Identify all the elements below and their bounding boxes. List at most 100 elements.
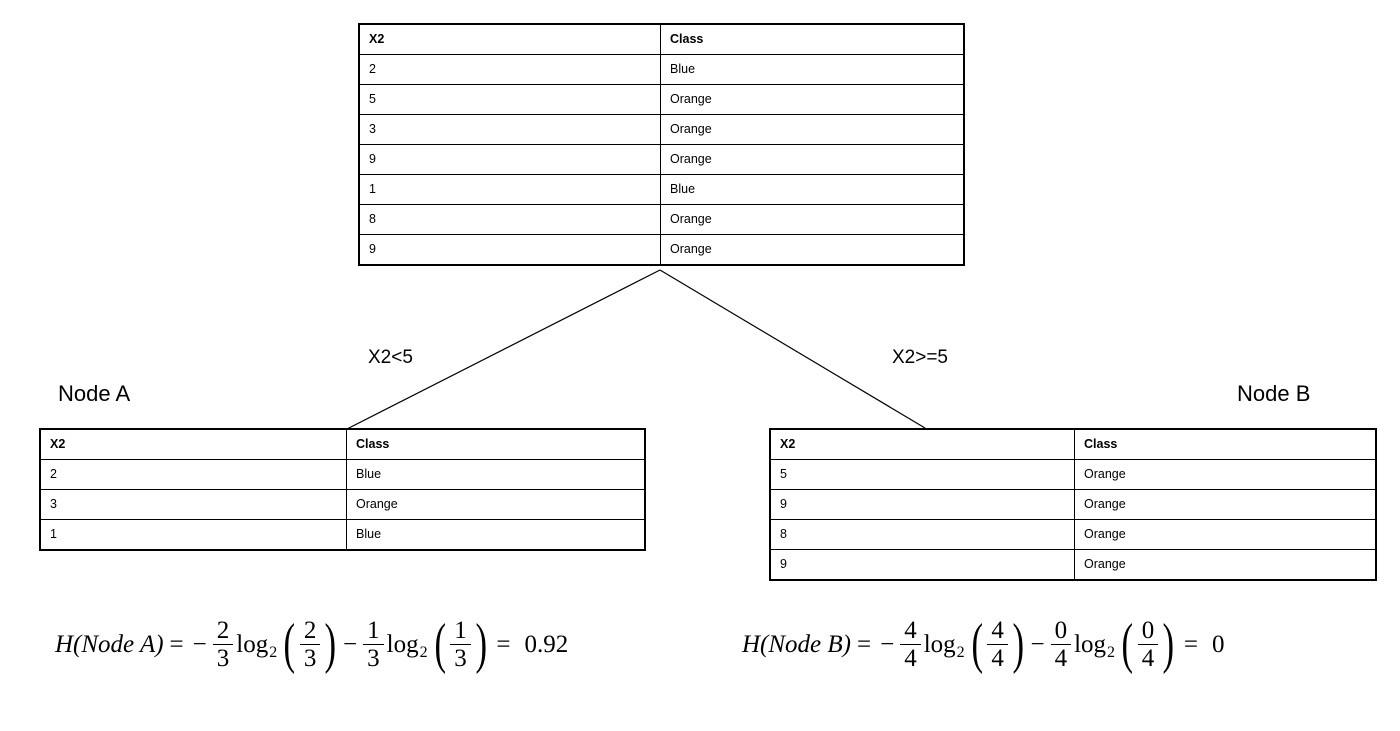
branch-line-right	[659, 269, 926, 429]
term2-argument-group: ( 0 4 )	[1118, 613, 1178, 676]
minus-sign-2: −	[1030, 631, 1045, 658]
term1-coefficient-fraction: 4 4	[900, 618, 921, 671]
column-header-class: Class	[346, 429, 645, 460]
fraction-denominator: 4	[1054, 645, 1068, 672]
column-header-x2: X2	[40, 429, 347, 460]
table-row: 1 Blue	[359, 174, 964, 205]
cell-x2: 1	[40, 519, 347, 550]
paren-open: (	[971, 613, 983, 676]
term2-coefficient-fraction: 1 3	[363, 618, 384, 671]
column-header-class: Class	[1074, 429, 1376, 460]
fraction-numerator: 4	[987, 618, 1008, 645]
table-row: 1 Blue	[40, 519, 645, 550]
minus-sign: −	[880, 631, 895, 658]
branch-label-right: X2>=5	[892, 347, 948, 368]
term2-argument-fraction: 0 4	[1137, 618, 1159, 672]
fraction-numerator: 1	[363, 618, 384, 645]
term1-argument-fraction: 4 4	[987, 618, 1008, 671]
cell-x2: 5	[770, 459, 1075, 490]
cell-class: Orange	[660, 84, 964, 115]
cell-class: Orange	[346, 489, 645, 520]
branch-label-left: X2<5	[368, 347, 413, 368]
log-base-subscript: 2	[269, 644, 278, 661]
cell-x2: 1	[359, 174, 661, 205]
cell-x2: 9	[359, 144, 661, 175]
cell-class: Orange	[660, 234, 964, 265]
node-b-entropy-formula: H(Node B) = − 4 4 log 2 ( 4 4 ) − 0 4 lo…	[742, 613, 1225, 676]
term2-argument-group: ( 1 3 )	[431, 613, 491, 676]
minus-sign-2: −	[343, 631, 358, 658]
table-row: 5 Orange	[359, 84, 964, 115]
node-a-caption: Node A	[58, 381, 131, 406]
table-row: 2 Blue	[359, 54, 964, 85]
table-row: 5 Orange	[770, 459, 1376, 490]
paren-close: )	[1162, 613, 1175, 676]
paren-open: (	[1121, 613, 1134, 676]
fraction-numerator: 0	[1137, 618, 1159, 645]
equals-sign: =	[169, 631, 184, 658]
table-row: 9 Orange	[770, 489, 1376, 520]
cell-x2: 8	[770, 519, 1075, 550]
log-text: log	[923, 631, 956, 658]
table-row: 9 Orange	[359, 144, 964, 175]
table-row: 3 Orange	[359, 114, 964, 145]
paren-close: )	[1012, 613, 1024, 676]
log-base-2: log 2	[1074, 631, 1115, 661]
log-base-subscript: 2	[956, 644, 965, 661]
table-row: 3 Orange	[40, 489, 645, 520]
paren-open: (	[434, 613, 446, 676]
term2-argument-fraction: 1 3	[450, 618, 471, 671]
table-header-row: X2 Class	[359, 24, 964, 55]
table-row: 8 Orange	[770, 519, 1376, 550]
node-b-caption: Node B	[1237, 381, 1311, 406]
fraction-denominator: 3	[367, 645, 380, 672]
cell-x2: 3	[359, 114, 661, 145]
cell-class: Orange	[1074, 489, 1376, 520]
cell-class: Orange	[1074, 549, 1376, 580]
cell-class: Orange	[1074, 519, 1376, 550]
cell-class: Blue	[660, 174, 964, 205]
equals-sign-2: =	[496, 631, 511, 658]
cell-class: Orange	[660, 204, 964, 235]
term1-argument-group: ( 2 3 )	[280, 613, 340, 676]
cell-class: Blue	[346, 459, 645, 490]
log-base-subscript: 2	[419, 644, 428, 661]
log-text: log	[1074, 631, 1107, 658]
table-header-row: X2 Class	[40, 429, 645, 460]
column-header-x2: X2	[770, 429, 1075, 460]
term2-coefficient-fraction: 0 4	[1050, 618, 1072, 672]
log-base-2: log 2	[386, 631, 428, 661]
cell-x2: 9	[359, 234, 661, 265]
cell-x2: 2	[40, 459, 347, 490]
entropy-result: 0	[1211, 631, 1225, 658]
log-text: log	[236, 631, 269, 658]
fraction-numerator: 1	[450, 618, 471, 645]
table-row: 8 Orange	[359, 204, 964, 235]
term1-coefficient-fraction: 2 3	[212, 618, 234, 671]
paren-close: )	[324, 613, 337, 676]
cell-x2: 5	[359, 84, 661, 115]
table-header-row: X2 Class	[770, 429, 1376, 460]
cell-x2: 2	[359, 54, 661, 85]
cell-x2: 9	[770, 549, 1075, 580]
fraction-numerator: 2	[299, 618, 321, 645]
table-row: 2 Blue	[40, 459, 645, 490]
fraction-denominator: 4	[991, 645, 1004, 672]
fraction-denominator: 4	[1141, 645, 1155, 672]
paren-open: (	[283, 613, 296, 676]
cell-class: Orange	[660, 114, 964, 145]
log-text: log	[386, 631, 419, 658]
equals-sign: =	[857, 631, 872, 658]
log-base-2: log 2	[923, 631, 965, 661]
fraction-denominator: 4	[904, 645, 917, 672]
fraction-numerator: 0	[1050, 618, 1072, 645]
fraction-denominator: 3	[454, 645, 467, 672]
formula-lhs: H(Node A)	[55, 631, 164, 658]
node-b-table: X2 Class 5 Orange 9 Orange 8 Orange 9 Or…	[769, 428, 1377, 581]
table-row: 9 Orange	[770, 549, 1376, 580]
node-a-table: X2 Class 2 Blue 3 Orange 1 Blue	[39, 428, 646, 551]
cell-class: Blue	[346, 519, 645, 550]
column-header-class: Class	[660, 24, 964, 55]
table-row: 9 Orange	[359, 234, 964, 265]
log-base-subscript: 2	[1107, 644, 1116, 661]
